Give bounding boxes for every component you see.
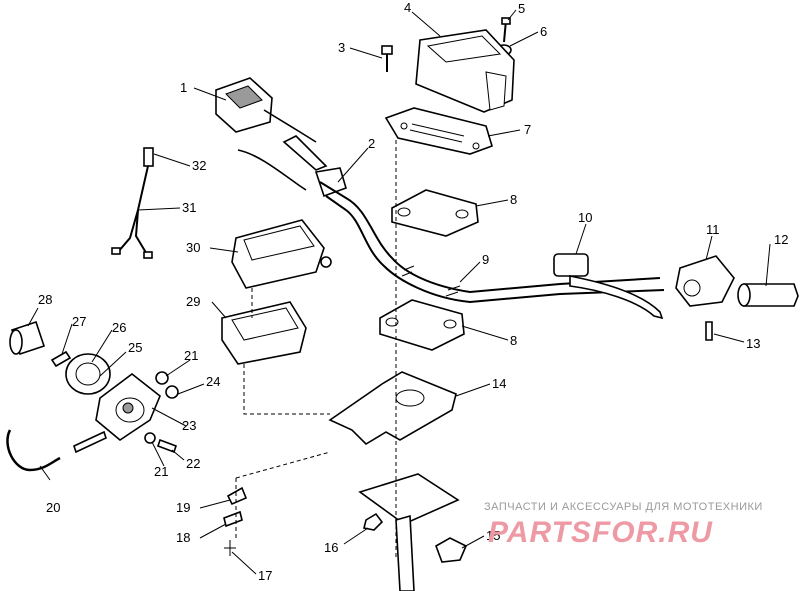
part-4-handlebar-cover [415,29,515,113]
part-28-grip-end [9,320,46,356]
watermark-brand: PARTSFOR.RU [488,516,713,549]
callout-13: 13 [746,336,760,351]
callout-27: 27 [72,314,86,329]
callout-11: 11 [706,222,720,237]
watermark: ЗАПЧАСТИ И АКСЕССУАРЫ ДЛЯ МОТОТЕХНИКИ PA… [484,501,763,549]
part-24-nut [165,385,179,399]
callout-8-lower: 8 [510,333,517,348]
callout-23: 23 [182,418,196,433]
callout-9: 9 [482,252,489,267]
part-18-clip [223,510,243,528]
callout-30: 30 [186,240,200,255]
part-10-switch-housing [553,253,664,320]
part-21-nut-lower [144,432,156,444]
part-32-cable-end [143,147,154,167]
callout-4: 4 [404,0,411,15]
callout-2: 2 [368,136,375,151]
callout-16: 16 [324,540,338,555]
callout-12: 12 [774,232,788,247]
part-26-gasket-ring [65,353,111,395]
part-1-brake-master-cylinder [215,77,317,143]
callout-24: 24 [206,374,220,389]
callout-7: 7 [524,122,531,137]
part-8-lower-clamp [379,299,465,351]
callout-20: 20 [46,500,60,515]
callout-labels: 1 2 3 4 5 6 7 8 8 9 10 11 12 13 14 15 16… [38,0,788,583]
part-16-nut [363,512,384,531]
callout-6: 6 [540,24,547,39]
callout-8-upper: 8 [510,192,517,207]
callout-14: 14 [492,376,506,391]
part-22-screw [156,438,178,454]
part-14-bracket-plate [328,371,457,446]
callout-5: 5 [518,1,525,16]
part-20-wire [6,429,61,472]
callout-17: 17 [258,568,272,583]
watermark-tagline: ЗАПЧАСТИ И АКСЕССУАРЫ ДЛЯ МОТОТЕХНИКИ [484,501,763,513]
leader-lines [27,9,771,575]
part-21-nut-upper [155,371,169,385]
part-31-wire-harness [111,165,153,259]
part-23-headlight-bracket [95,372,161,441]
callout-25: 25 [128,340,142,355]
part-3-bolt [381,45,393,72]
part-13-screw [705,321,713,341]
part-15-clamp [435,537,468,563]
callout-15: 15 [486,528,500,543]
callout-22: 22 [186,456,200,471]
callout-26: 26 [112,320,126,335]
part-5-screw [501,17,511,43]
part-17-pin [224,540,236,556]
part-30-speedometer [231,219,332,289]
callout-10: 10 [578,210,592,225]
callout-29: 29 [186,294,200,309]
part-9-handlebar [319,181,665,304]
callout-18: 18 [176,530,190,545]
part-2-brake-lever [237,135,347,198]
part-29-mounting-tray [221,301,307,365]
part-7-mounting-plate [384,107,493,155]
part-19-clip [226,486,248,506]
callout-31: 31 [182,200,196,215]
callout-32: 32 [192,158,206,173]
callout-1: 1 [180,80,187,95]
callout-28: 28 [38,292,52,307]
part-11-throttle-housing [675,255,735,307]
callout-3: 3 [338,40,345,55]
part-8-upper-clamp [391,189,479,237]
part-12-grip [737,283,799,307]
part-steering-post [358,473,460,591]
part-bolt-lower [73,430,107,454]
part-27-screw [50,350,72,368]
callout-19: 19 [176,500,190,515]
callout-21-upper: 21 [184,348,198,363]
callout-21-lower: 21 [154,464,168,479]
